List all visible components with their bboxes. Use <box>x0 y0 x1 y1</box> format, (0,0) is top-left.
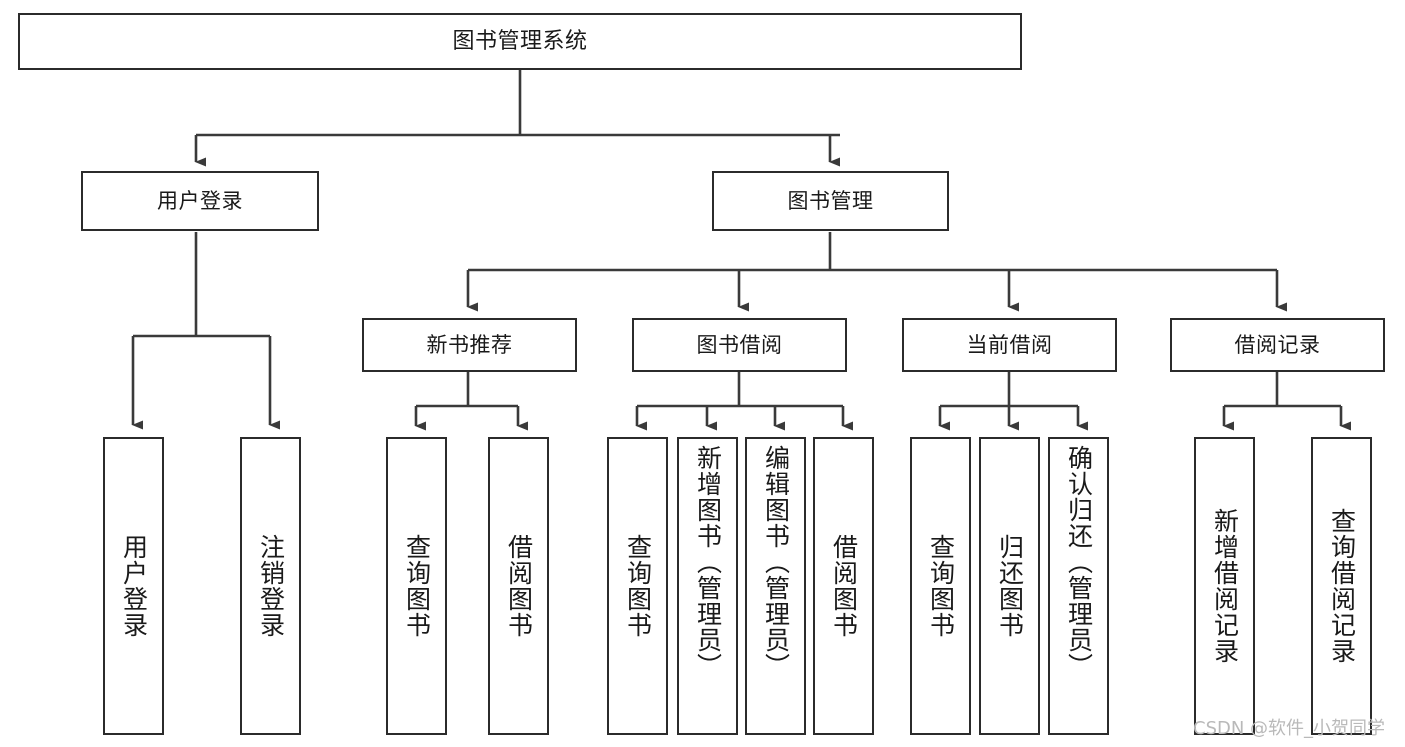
node-leaf-query-book-1-label: 查询图书 <box>402 534 432 638</box>
node-book-borrow[interactable]: 图书借阅 <box>632 318 847 372</box>
node-leaf-borrow-book-2[interactable]: 借阅图书 <box>813 437 874 735</box>
node-leaf-add-book-label: 新增图书（管理员） <box>693 445 723 679</box>
node-leaf-query-record-label: 查询借阅记录 <box>1327 508 1357 664</box>
node-leaf-edit-book[interactable]: 编辑图书（管理员） <box>745 437 806 735</box>
node-leaf-query-book-3[interactable]: 查询图书 <box>910 437 971 735</box>
node-current-borrow[interactable]: 当前借阅 <box>902 318 1117 372</box>
node-leaf-query-book-1[interactable]: 查询图书 <box>386 437 447 735</box>
node-leaf-user-login[interactable]: 用户登录 <box>103 437 164 735</box>
node-leaf-query-book-2[interactable]: 查询图书 <box>607 437 668 735</box>
node-borrow-record[interactable]: 借阅记录 <box>1170 318 1385 372</box>
node-book-borrow-label: 图书借阅 <box>696 332 783 357</box>
node-leaf-query-record[interactable]: 查询借阅记录 <box>1311 437 1372 735</box>
node-user-login-label: 用户登录 <box>157 188 243 213</box>
node-leaf-confirm-return[interactable]: 确认归还（管理员） <box>1048 437 1109 735</box>
csdn-watermark: CSDN @软件_小贺同学 <box>1193 718 1386 739</box>
node-book-manage-label: 图书管理 <box>787 188 874 213</box>
node-leaf-query-book-2-label: 查询图书 <box>623 534 653 638</box>
node-root-system[interactable]: 图书管理系统 <box>18 13 1022 70</box>
node-leaf-add-book[interactable]: 新增图书（管理员） <box>677 437 738 735</box>
node-leaf-user-login-label: 用户登录 <box>119 534 149 638</box>
node-leaf-logout[interactable]: 注销登录 <box>240 437 301 735</box>
node-leaf-confirm-return-label: 确认归还（管理员） <box>1064 445 1094 679</box>
node-leaf-borrow-book-1[interactable]: 借阅图书 <box>488 437 549 735</box>
node-book-manage[interactable]: 图书管理 <box>712 171 949 231</box>
node-new-book-recommend[interactable]: 新书推荐 <box>362 318 577 372</box>
node-leaf-add-record[interactable]: 新增借阅记录 <box>1194 437 1255 735</box>
node-root-system-label: 图书管理系统 <box>452 28 588 54</box>
node-current-borrow-label: 当前借阅 <box>966 332 1053 357</box>
node-leaf-return-book[interactable]: 归还图书 <box>979 437 1040 735</box>
node-leaf-query-book-3-label: 查询图书 <box>926 534 956 638</box>
node-leaf-return-book-label: 归还图书 <box>995 534 1025 638</box>
node-new-book-recommend-label: 新书推荐 <box>426 332 513 357</box>
node-user-login[interactable]: 用户登录 <box>81 171 319 231</box>
node-leaf-add-record-label: 新增借阅记录 <box>1210 508 1240 664</box>
node-borrow-record-label: 借阅记录 <box>1234 332 1321 357</box>
node-leaf-logout-label: 注销登录 <box>256 534 286 638</box>
node-leaf-borrow-book-1-label: 借阅图书 <box>504 534 534 638</box>
node-leaf-borrow-book-2-label: 借阅图书 <box>829 534 859 638</box>
node-leaf-edit-book-label: 编辑图书（管理员） <box>761 445 791 679</box>
